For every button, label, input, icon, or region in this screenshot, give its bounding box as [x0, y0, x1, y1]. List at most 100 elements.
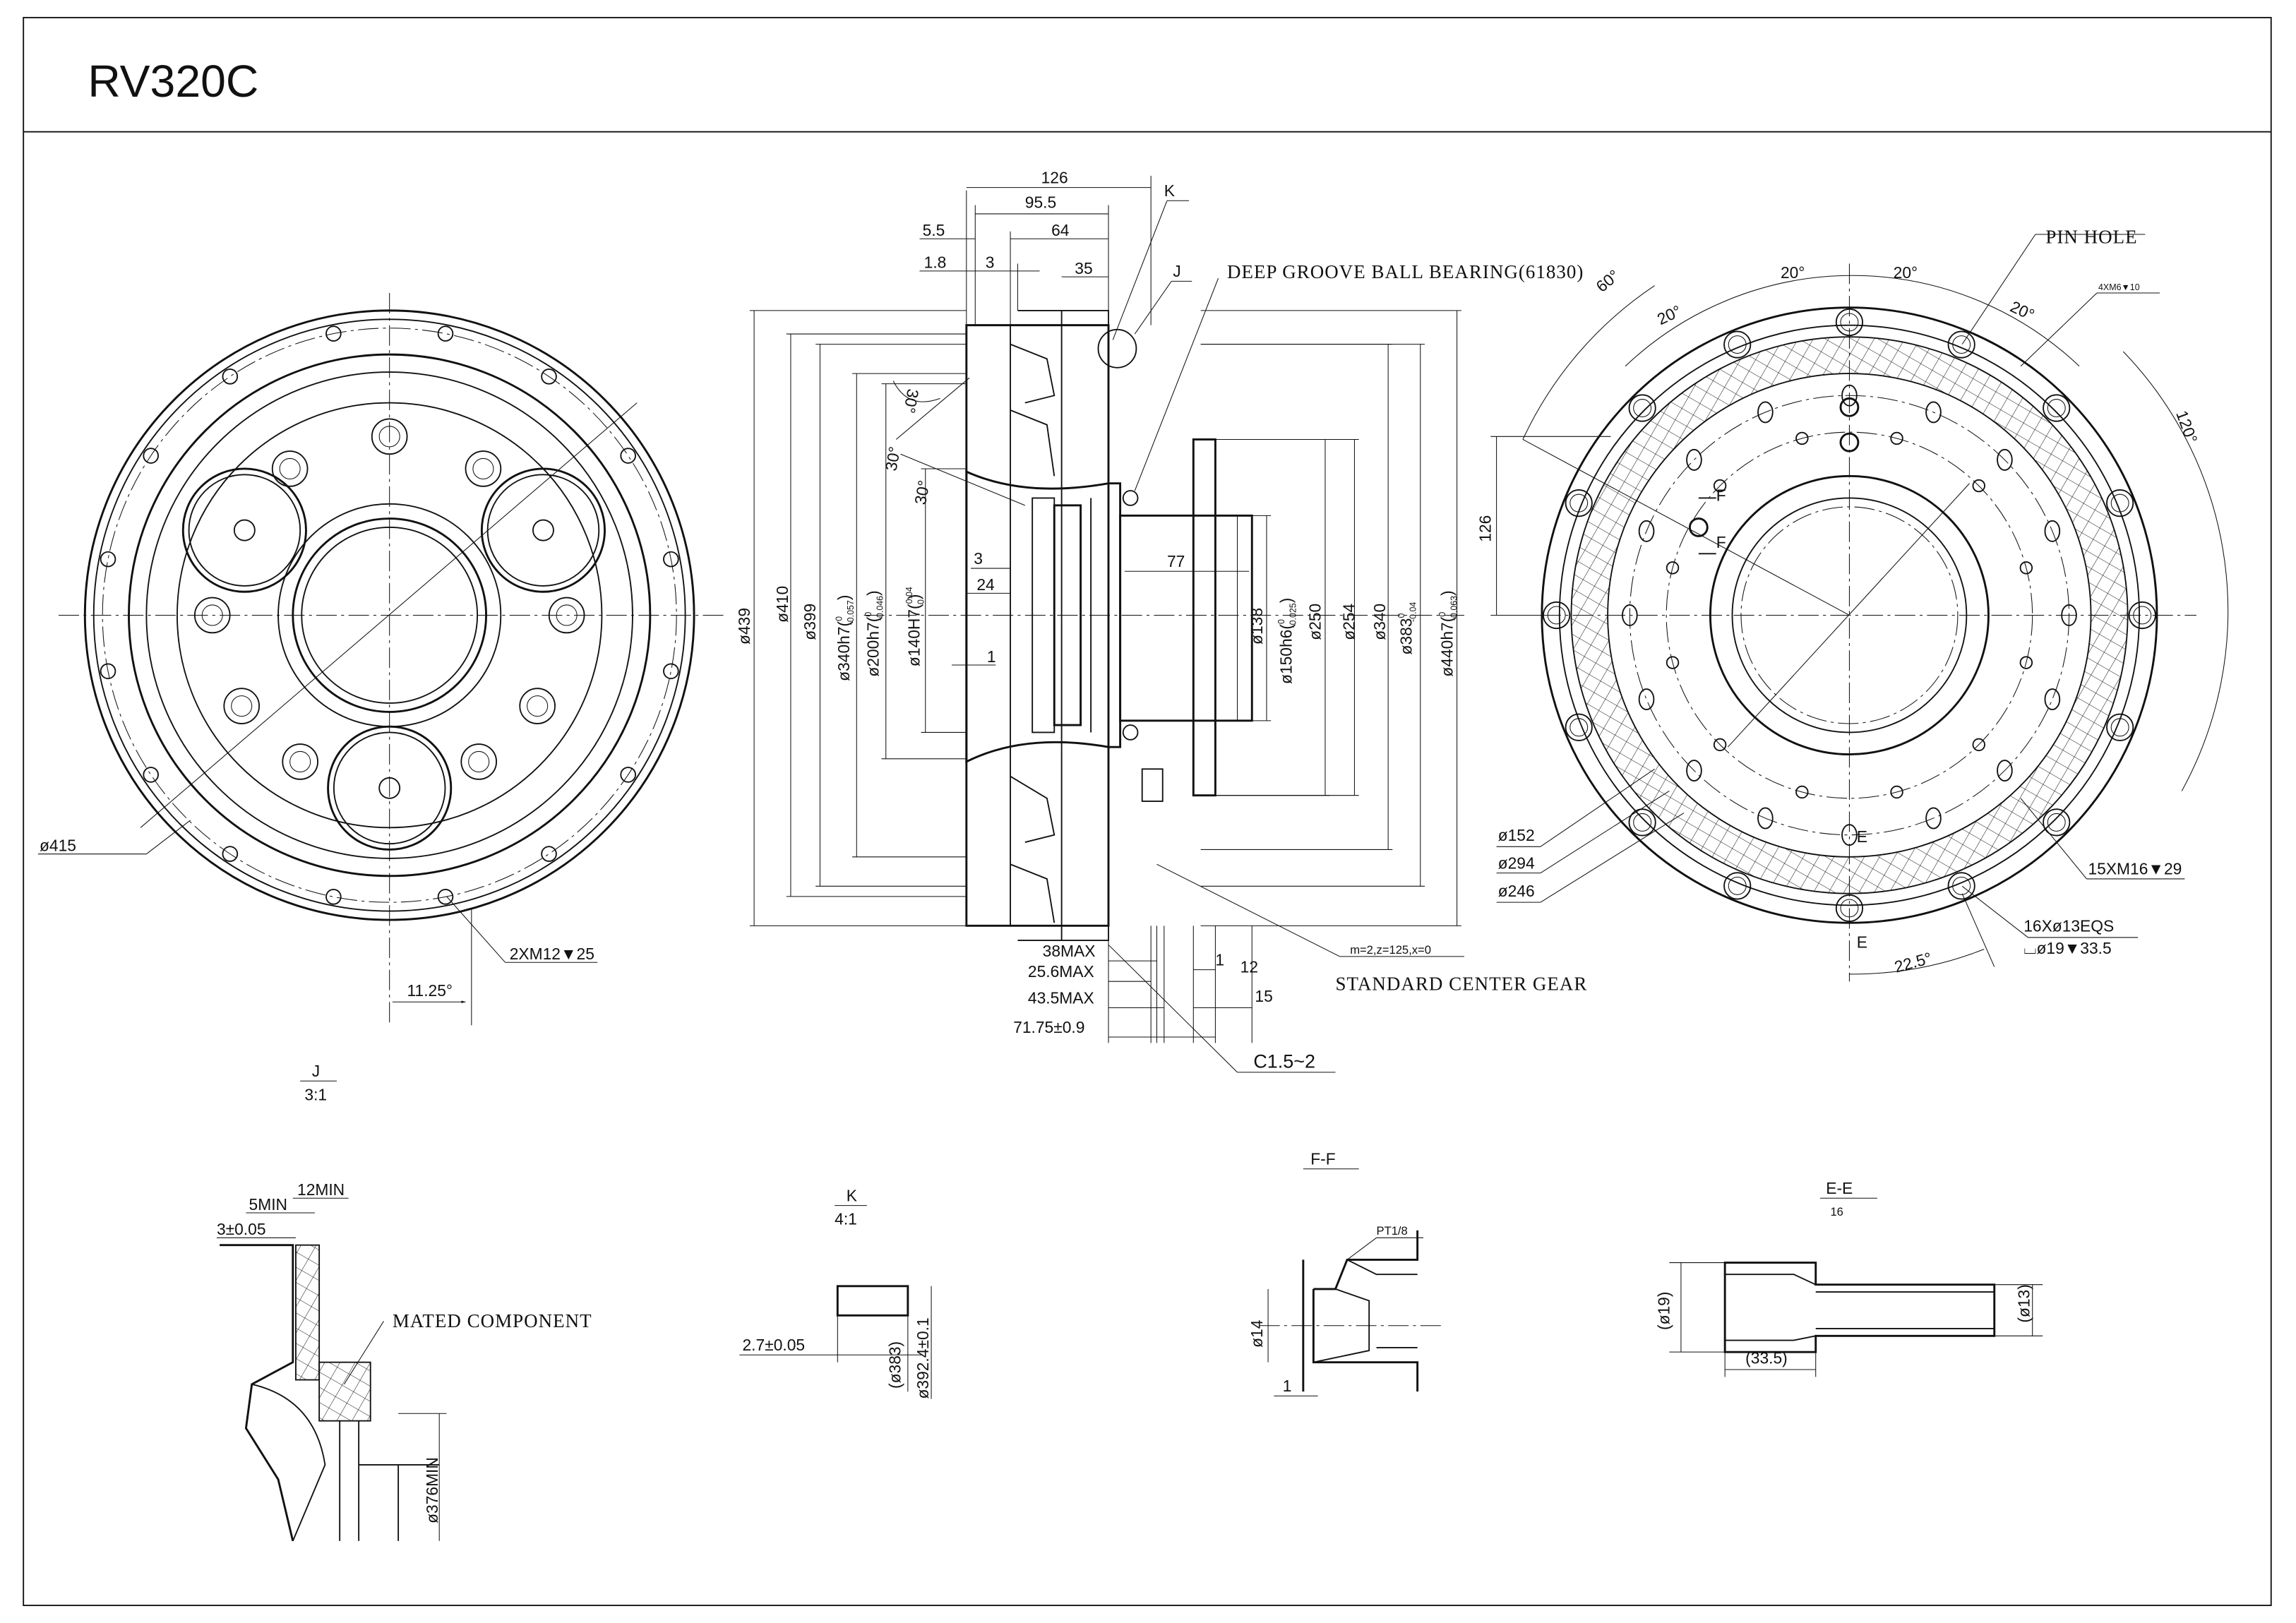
- socket-bolt-head: [472, 457, 494, 480]
- counterbore-hole: [2128, 601, 2156, 630]
- small-hole: [1972, 738, 1985, 752]
- socket-bolt-head: [527, 695, 549, 717]
- sheet-border: [23, 16, 2272, 1607]
- dim-250: ø250: [1306, 604, 1325, 640]
- detail-j-label: J: [312, 1062, 320, 1080]
- through-hole: [1728, 876, 1747, 895]
- socket-bolt: [460, 743, 498, 780]
- bolt-hole: [325, 889, 342, 905]
- socket-bolt-head: [279, 457, 301, 480]
- section-ff: F-F PT1/8 ø14 1: [1248, 1150, 1442, 1396]
- tapped-hole: [1757, 401, 1774, 424]
- socket-bolt: [223, 688, 261, 724]
- counterbore-hole: [1947, 872, 1975, 900]
- bolt-hole: [143, 767, 159, 783]
- section-e-bottom: E: [1857, 933, 1867, 951]
- small-hole: [1666, 656, 1680, 669]
- section-ee-13: (ø13): [2015, 1284, 2033, 1322]
- angle-120: 120°: [2172, 408, 2201, 445]
- socket-bolt-head: [468, 750, 490, 772]
- section-ee-19: (ø19): [1654, 1292, 1673, 1330]
- front-angle: 11.25°: [407, 981, 453, 1000]
- section-ff-1: 1: [1283, 1377, 1292, 1395]
- socket-bolt-head: [289, 750, 311, 772]
- through-hole: [1952, 335, 1971, 354]
- section-ee-label: E-E: [1826, 1179, 1853, 1197]
- section-ff-pt: PT1/8: [1377, 1224, 1408, 1238]
- front-outer-diameter: ø415: [40, 837, 76, 855]
- chamfer-label: C1.5~2: [1253, 1051, 1315, 1072]
- front-tap-holes: 2XM12▼25: [510, 945, 594, 963]
- section-ee: E-E 16 (ø19) (ø13) (33.5): [1654, 1179, 2043, 1377]
- detail-j-12min: 12MIN: [297, 1180, 345, 1199]
- section-ff-label: F-F: [1310, 1150, 1336, 1168]
- section-ff-14: ø14: [1248, 1319, 1266, 1348]
- dim-64: 64: [1051, 221, 1070, 239]
- counterbore-hole: [1565, 713, 1593, 741]
- detail-j-376: ø376MIN: [423, 1457, 441, 1523]
- dim-294: ø294: [1498, 854, 1535, 872]
- angle-20-d: 20°: [2007, 297, 2037, 324]
- through-hole: [1952, 876, 1971, 895]
- tapped-hole: [1622, 604, 1638, 626]
- dim-340h7: ø340h7(0-0.057): [835, 595, 856, 681]
- socket-bolt: [193, 597, 231, 634]
- small-hole: [2019, 561, 2033, 575]
- bolt-hole: [222, 846, 239, 862]
- planet-gear: [181, 467, 606, 851]
- tap-m16-label: 15XM16▼29: [2088, 860, 2182, 878]
- bolt-hole: [325, 325, 342, 342]
- socket-bolt-head: [201, 604, 223, 626]
- tapped-hole: [2044, 688, 2061, 711]
- dim-71-75: 71.75±0.9: [1013, 1018, 1084, 1036]
- bolt-hole: [663, 551, 679, 568]
- bolt-hole: [663, 663, 679, 680]
- dim-38max: 38MAX: [1043, 942, 1096, 960]
- center-gear-label: STANDARD CENTER GEAR: [1335, 974, 1587, 995]
- bolt-hole: [437, 889, 454, 905]
- small-hole: [1666, 561, 1680, 575]
- counterbore-hole: [2106, 489, 2134, 517]
- socket-bolt-head: [231, 695, 253, 717]
- bearing-label: DEEP GROOVE BALL BEARING(61830): [1227, 261, 1584, 282]
- dim-1b: 1: [1215, 950, 1224, 969]
- tapped-hole: [1925, 401, 1942, 424]
- dim-440h7: ø440h7(0-0.063): [1437, 590, 1459, 676]
- angle-30-a: 30°: [900, 388, 923, 414]
- dim-138: ø138: [1248, 608, 1266, 645]
- detail-k-label: K: [847, 1186, 857, 1204]
- counterbore-hole: [1723, 330, 1752, 359]
- dim-35: 35: [1075, 259, 1092, 277]
- dim-126: 126: [1041, 168, 1068, 186]
- small-hole: [1890, 785, 1903, 799]
- tapped-hole: [1925, 807, 1942, 830]
- socket-bolt: [371, 418, 408, 455]
- dim-150h6: ø150h6(0-0.025): [1276, 598, 1298, 684]
- detail-k-scale: 4:1: [835, 1210, 857, 1228]
- small-hole: [2019, 656, 2033, 669]
- counterbore-hole: [1835, 308, 1864, 337]
- through-hole: [2047, 399, 2066, 417]
- through-hole: [1840, 899, 1859, 918]
- socket-bolt: [271, 450, 309, 487]
- section-f-bottom: F: [1716, 533, 1726, 551]
- counterbore-label: ⌴ø19▼33.5: [2023, 939, 2111, 957]
- dim-383: ø3830-0.04: [1397, 602, 1418, 655]
- tapped-hole: [1686, 448, 1702, 471]
- dim-3-top: 3: [986, 253, 995, 272]
- dim-95-5: 95.5: [1025, 193, 1056, 212]
- bolt-hole: [541, 369, 557, 385]
- dim-1-8: 1.8: [924, 253, 947, 272]
- bolt-hole: [620, 448, 636, 464]
- socket-bolt: [548, 597, 585, 634]
- through-hole: [1569, 718, 1589, 737]
- dim-15: 15: [1255, 987, 1272, 1005]
- counterbore-hole: [1628, 808, 1656, 837]
- counterbore-hole: [1947, 330, 1975, 359]
- gear-spec: m=2,z=125,x=0: [1350, 943, 1431, 957]
- pin-hole: [1839, 397, 1860, 417]
- mated-component-label: MATED COMPONENT: [393, 1310, 592, 1331]
- angle-30-b: 30°: [882, 445, 904, 472]
- dim-77: 77: [1167, 552, 1185, 570]
- section-e-top: E: [1857, 827, 1867, 846]
